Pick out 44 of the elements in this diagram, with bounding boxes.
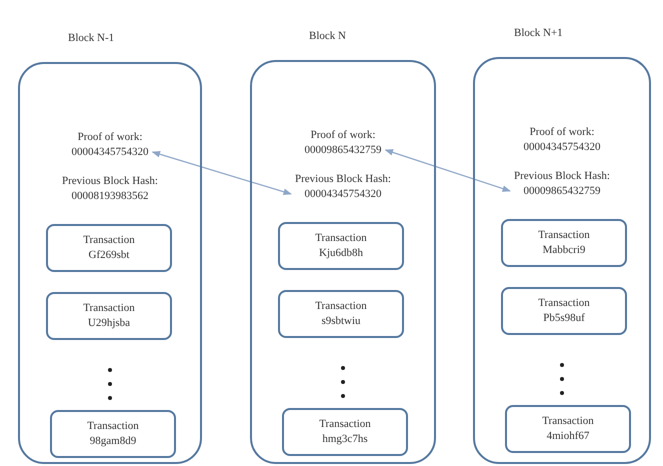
field-value: 00004345754320 [524,140,600,155]
block-heading: Block N [309,30,346,42]
transaction-label: Transaction [542,414,594,429]
field-label: Proof of work: [530,125,594,140]
field-value: 00009865432759 [304,143,382,158]
transaction-label: Transaction [87,419,139,434]
transaction-box [505,405,631,453]
transaction-id: Pb5s98uf [543,311,585,326]
transaction-box [282,408,408,456]
transaction-label: Transaction [83,301,135,316]
field-label: Previous Block Hash: [295,172,391,187]
field-label: Proof of work: [310,128,376,143]
transaction-label: Transaction [538,296,590,311]
field-label: Previous Block Hash: [514,169,610,184]
block-heading: Block N-1 [68,32,114,44]
transaction-label: Transaction [315,231,367,246]
transaction-box [278,290,404,338]
double-arrow [384,149,511,192]
transaction-label: Transaction [83,233,135,248]
field-value: 00004345754320 [72,145,148,160]
block-heading: Block N+1 [514,27,563,39]
field-value: 00008193983562 [72,189,148,204]
transaction-id: U29hjsba [88,316,130,331]
transaction-label: Transaction [315,299,367,314]
transaction-id: 98gam8d9 [90,434,136,449]
transaction-id: Kju6db8h [319,246,363,261]
transaction-id: Gf269sbt [88,248,130,263]
transaction-label: Transaction [319,417,371,432]
transaction-id: s9sbtwiu [321,314,361,329]
field-label: Previous Block Hash: [62,174,158,189]
transaction-box [46,292,172,340]
transaction-id: Mabbcri9 [542,243,586,258]
field-label: Proof of work: [78,130,142,145]
transaction-box [278,222,404,270]
transaction-label: Transaction [538,228,590,243]
transaction-box [501,219,627,267]
transaction-box [50,410,176,458]
double-arrow [152,150,292,196]
field-value: 00004345754320 [304,187,382,202]
field-value: 00009865432759 [524,184,600,199]
transaction-id: 4miohf67 [546,429,590,444]
transaction-box [46,224,172,272]
transaction-id: hmg3c7hs [322,432,368,447]
transaction-box [501,287,627,335]
